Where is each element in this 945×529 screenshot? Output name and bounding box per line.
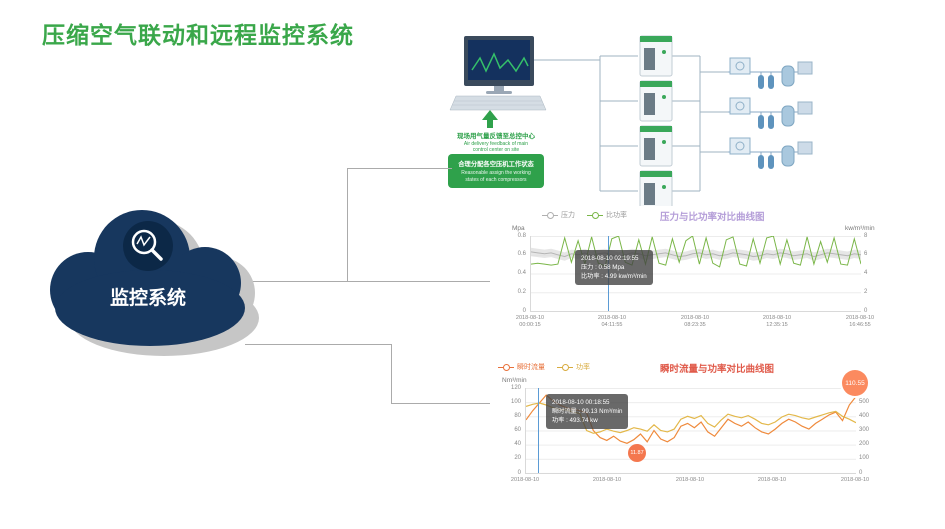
- assign-label-cn: 合理分配各空压机工作状态: [457, 159, 534, 168]
- y-tick: 40: [514, 441, 521, 448]
- cloud-label: 监控系统: [110, 286, 186, 309]
- y-tick: 0.6: [517, 251, 526, 258]
- y-tick: 0: [859, 469, 863, 476]
- y-tick: 2: [864, 288, 868, 295]
- chart1-tooltip: 2018-08-10 02:19:55 压力 : 0.58 Mpa 比功率 : …: [575, 250, 653, 285]
- tooltip-pressure: 压力 : 0.58 Mpa: [581, 264, 625, 271]
- x-tick: 2018-08-10: [757, 477, 787, 483]
- pressure-legend-marker-icon: [542, 212, 558, 219]
- flow-power-chart: 瞬时流量 功率 瞬时流量与功率对比曲线图 Nm³/min 2018-08-10 …: [490, 358, 885, 513]
- feedback-label-en1: Air delivery feedback of main: [464, 141, 528, 147]
- specific-power-legend-marker-icon: [587, 212, 603, 219]
- tooltip-time: 2018-08-10 00:18:55: [552, 399, 610, 406]
- chart1-title: 压力与比功率对比曲线图: [660, 212, 765, 223]
- chart2-left-axis-unit: Nm³/min: [502, 377, 527, 384]
- power-legend-marker-icon: [557, 364, 573, 371]
- legend-label: 压力: [561, 212, 575, 219]
- y-tick: 6: [864, 251, 868, 258]
- y-tick: 120: [510, 384, 521, 391]
- y-tick: 0: [864, 307, 868, 314]
- feedback-label-cn: 现场用气量反馈至总控中心: [457, 131, 536, 140]
- y-tick: 0.2: [517, 288, 526, 295]
- y-tick: 20: [514, 455, 521, 462]
- up-arrow-icon: [482, 110, 498, 128]
- connector-line: [250, 281, 490, 282]
- chart2-tooltip: 2018-08-10 00:18:55 瞬时流量 : 99.13 Nm³/min…: [546, 394, 629, 429]
- connector-line: [347, 168, 348, 281]
- x-tick: 2018-08-10: [840, 477, 870, 483]
- y-tick: 0: [522, 307, 526, 314]
- air-equipment-row: [728, 137, 813, 169]
- screen-wave-icon: [471, 52, 529, 73]
- keyboard: [449, 95, 547, 111]
- flow-legend-marker-icon: [498, 364, 514, 371]
- max-value-badge: 110.55: [842, 370, 868, 396]
- y-tick: 0.4: [517, 270, 526, 276]
- legend-item-power[interactable]: 功率: [557, 362, 590, 372]
- y-tick: 500: [859, 398, 870, 405]
- y-tick: 0.8: [517, 232, 526, 239]
- x-tick: 2018-08-10: [675, 477, 705, 483]
- min-value-badge: 11.87: [628, 444, 646, 462]
- chart1-right-axis-unit: kw/m³/min: [845, 225, 875, 232]
- chart2-hover-cursor[interactable]: [538, 388, 539, 473]
- system-diagram: 现场用气量反馈至总控中心 Air delivery feedback of ma…: [440, 22, 840, 212]
- chart2-legend: 瞬时流量 功率: [498, 362, 590, 372]
- legend-item-pressure[interactable]: 压力: [542, 210, 575, 220]
- assign-box: 合理分配各空压机工作状态 Reasonable assign the worki…: [448, 154, 544, 188]
- control-computer: [449, 36, 547, 111]
- compressor-cabinets: [639, 35, 673, 212]
- connector-line: [391, 344, 392, 403]
- connector-line: [391, 403, 490, 404]
- air-equipment-row: [728, 57, 813, 89]
- legend-item-specific-power[interactable]: 比功率: [587, 210, 627, 220]
- legend-label: 比功率: [606, 212, 627, 219]
- assign-label-en1: Reasonable assign the working: [461, 170, 531, 176]
- connector-line: [347, 168, 452, 169]
- air-equipment-row: [728, 97, 813, 129]
- tooltip-power: 功率 : 493.74 kw: [552, 417, 598, 424]
- x-tick: 2018-08-10: [592, 477, 622, 483]
- legend-item-flow[interactable]: 瞬时流量: [498, 362, 545, 372]
- y-tick: 8: [864, 232, 868, 239]
- y-tick: 400: [859, 412, 870, 419]
- tooltip-flow: 瞬时流量 : 99.13 Nm³/min: [552, 408, 623, 415]
- tooltip-specific-power: 比功率 : 4.99 kw/m³/min: [581, 273, 647, 280]
- magnifier-icon: [123, 221, 173, 271]
- air-equipment-rows: [728, 57, 813, 169]
- legend-label: 瞬时流量: [517, 364, 545, 371]
- compressor-cabinet: [639, 125, 673, 167]
- pressure-power-chart: 压力 比功率 压力与比功率对比曲线图 Mpa kw/m³/min 2018-08…: [490, 206, 885, 346]
- y-tick: 200: [859, 441, 870, 448]
- y-tick: 4: [864, 270, 868, 276]
- y-tick: 0: [517, 469, 521, 476]
- connector-line: [245, 344, 391, 345]
- chart1-plot-area[interactable]: [530, 236, 861, 312]
- page-title: 压缩空气联动和远程监控系统: [42, 22, 354, 48]
- chart1-left-axis-unit: Mpa: [512, 225, 525, 232]
- y-tick: 100: [859, 455, 870, 462]
- diagram-links: [534, 55, 728, 192]
- tooltip-time: 2018-08-10 02:19:55: [581, 255, 639, 262]
- y-tick: 100: [510, 398, 521, 405]
- y-tick: 300: [859, 427, 870, 433]
- legend-label: 功率: [576, 364, 590, 371]
- feedback-label-en2: control center on site: [473, 147, 520, 153]
- y-tick: 60: [514, 427, 521, 433]
- y-tick: 80: [514, 412, 521, 419]
- chart1-legend: 压力 比功率: [542, 210, 627, 220]
- compressor-cabinet: [639, 80, 673, 122]
- compressor-cabinet: [639, 170, 673, 212]
- x-tick: 2018-08-10: [510, 477, 540, 483]
- assign-label-en2: states of each compressors: [465, 177, 527, 183]
- compressor-cabinet: [639, 35, 673, 77]
- monitoring-cloud: 监控系统: [30, 198, 275, 368]
- chart2-title: 瞬时流量与功率对比曲线图: [660, 364, 775, 375]
